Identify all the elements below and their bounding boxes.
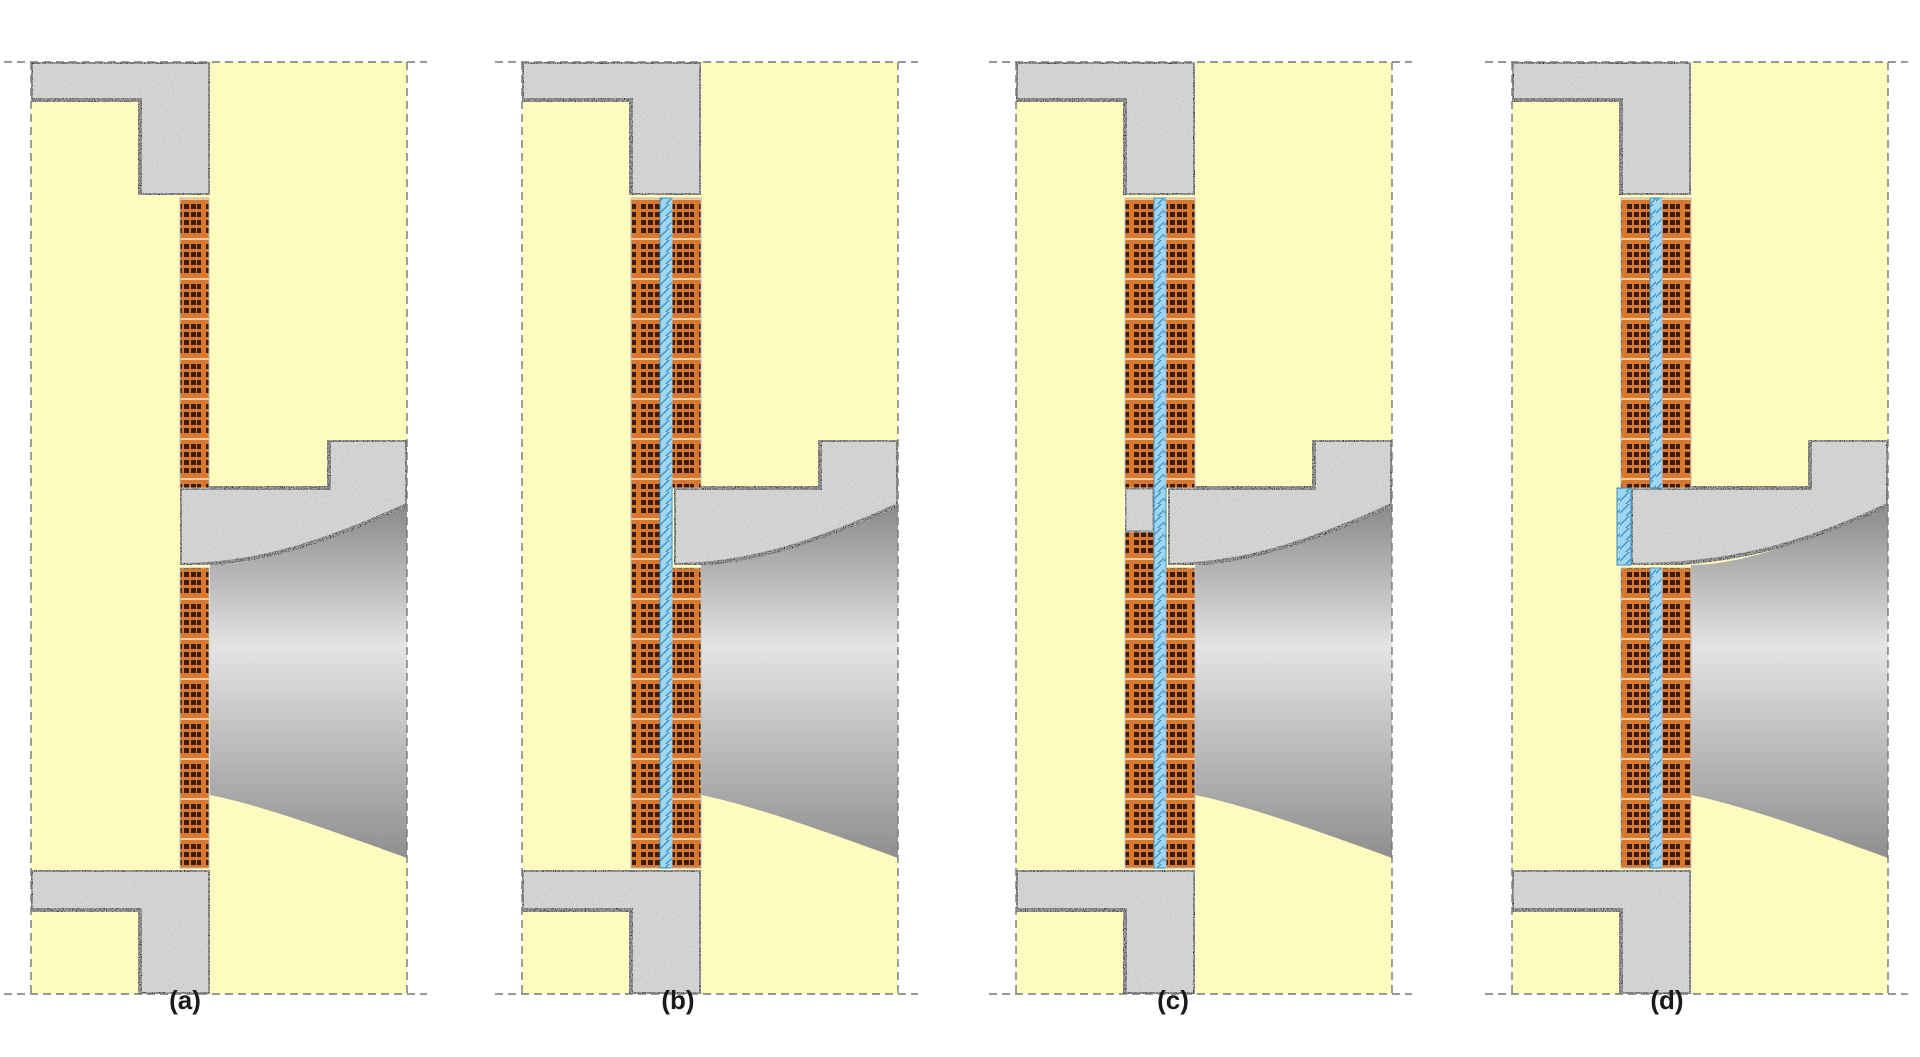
brick-wall-outer-upper	[1165, 197, 1196, 489]
brick-wall-inner-upper	[1124, 197, 1155, 489]
panel-caption-b: (b)	[661, 985, 695, 1015]
brick-wall-inner-lower	[1620, 567, 1651, 869]
brick-wall-upper	[179, 197, 210, 489]
ceiling-soffit	[701, 505, 898, 858]
brick-wall-lower	[179, 567, 210, 869]
upper-concrete-beam	[1014, 60, 1197, 197]
ceiling-soffit	[210, 505, 407, 858]
brick-wall-outer-upper	[1661, 197, 1692, 489]
insulation-cavity	[659, 197, 673, 869]
wall-section-panel-b	[495, 60, 918, 996]
brick-wall-inner-upper	[1620, 197, 1651, 489]
ceiling-soffit	[1691, 505, 1888, 858]
slab-gap-block	[1123, 486, 1156, 534]
panel-caption-d: (d)	[1650, 985, 1684, 1015]
insulation-cavity-upper	[1649, 197, 1663, 489]
insulation-cavity-lower	[1649, 567, 1663, 869]
brick-wall-outer-upper	[671, 197, 702, 489]
brick-wall-outer-lower	[671, 567, 702, 869]
upper-concrete-beam	[1510, 60, 1693, 197]
upper-concrete-beam	[520, 60, 703, 197]
insulation-slab-edge	[1616, 487, 1632, 566]
panel-caption-a: (a)	[169, 985, 201, 1015]
brick-wall-inner-lower	[1124, 531, 1155, 869]
brick-wall-inner-leaf	[630, 197, 661, 869]
wall-section-panel-a	[4, 60, 427, 996]
brick-wall-outer-lower	[1165, 567, 1196, 869]
upper-concrete-beam	[29, 60, 212, 197]
insulation-cavity	[1153, 197, 1167, 869]
brick-wall-outer-lower	[1661, 567, 1692, 869]
panel-caption-c: (c)	[1157, 985, 1189, 1015]
wall-section-panel-c	[989, 60, 1412, 996]
wall-section-panel-d	[1485, 60, 1908, 996]
ceiling-soffit	[1195, 505, 1392, 858]
